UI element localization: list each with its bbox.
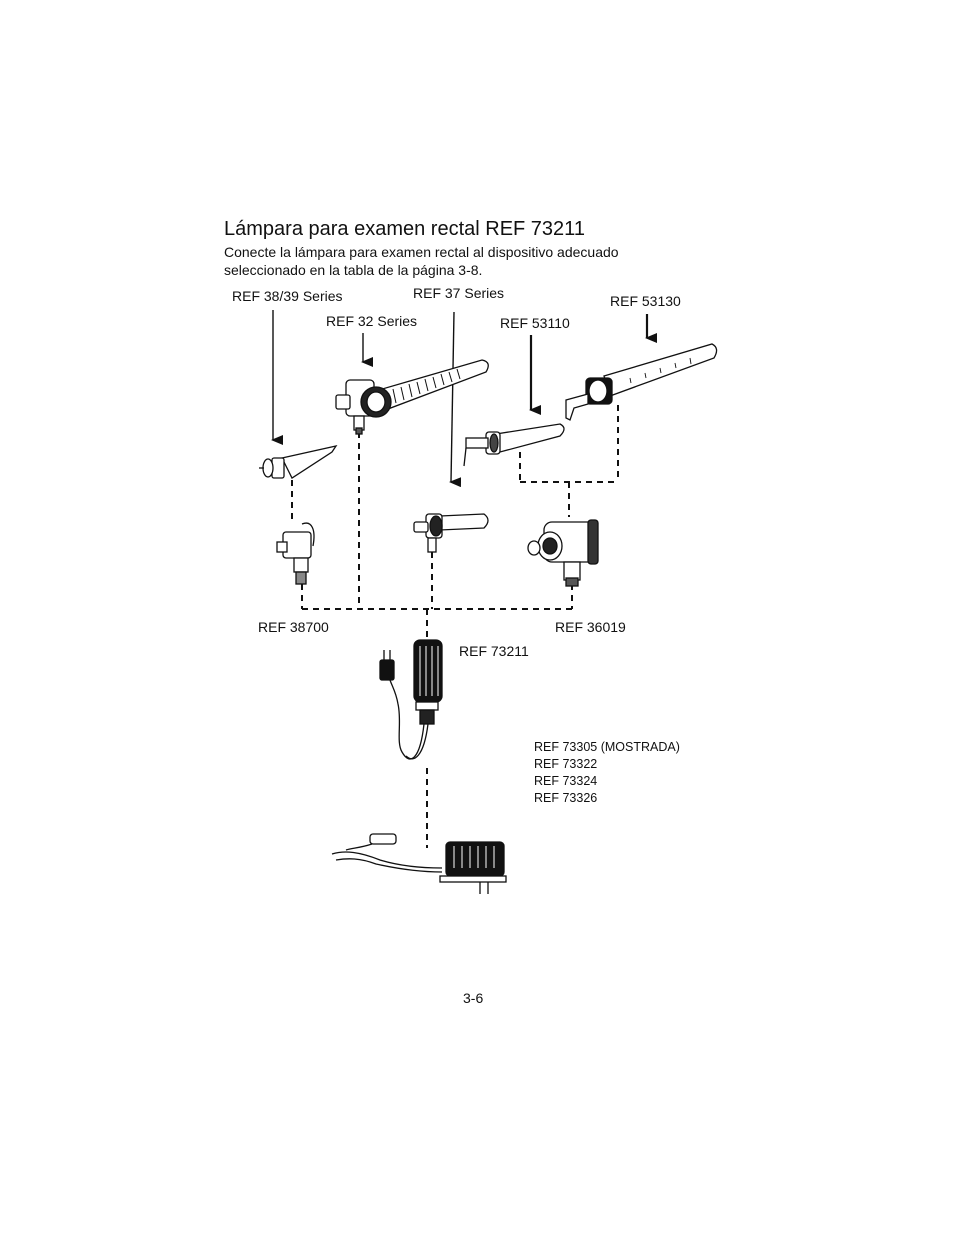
label-ref-37: REF 37 Series <box>413 285 505 301</box>
charger-ref-1: REF 73305 (MOSTRADA) <box>534 740 680 754</box>
charger-73305 <box>331 833 507 894</box>
intro-text: Conecte la lámpara para examen rectal al… <box>224 243 744 279</box>
intro-line-2: seleccionado en la tabla de la página 3-… <box>224 262 483 278</box>
speculum-53110 <box>463 423 565 467</box>
handle-73211 <box>379 639 443 760</box>
charger-ref-4: REF 73326 <box>534 791 598 805</box>
charger-ref-3: REF 73324 <box>534 774 598 788</box>
adapter-36019 <box>527 519 599 587</box>
label-ref-38-39: REF 38/39 Series <box>232 288 343 304</box>
page-title: Lámpara para examen rectal REF 73211 <box>224 218 585 240</box>
charger-ref-2: REF 73322 <box>534 757 598 771</box>
label-ref-53130: REF 53130 <box>610 293 681 309</box>
label-ref-38700: REF 38700 <box>258 619 329 635</box>
speculum-38-39 <box>259 445 338 479</box>
anoscope-37 <box>413 513 489 553</box>
arrow-ref-37 <box>449 311 462 488</box>
sigmoidoscope-53130 <box>565 343 718 421</box>
label-ref-73211: REF 73211 <box>459 643 529 659</box>
sigmoidoscope-32 <box>335 359 489 435</box>
adapter-38700 <box>276 522 315 585</box>
label-ref-53110: REF 53110 <box>500 315 570 331</box>
page-number: 3-6 <box>463 990 484 1006</box>
charger-ref-list: REF 73305 (MOSTRADA) REF 73322 REF 73324… <box>534 739 680 807</box>
connection-lines <box>291 405 619 848</box>
label-ref-32: REF 32 Series <box>326 313 418 329</box>
intro-line-1: Conecte la lámpara para examen rectal al… <box>224 244 619 260</box>
label-ref-36019: REF 36019 <box>555 619 626 635</box>
pointer-arrows <box>271 310 657 488</box>
